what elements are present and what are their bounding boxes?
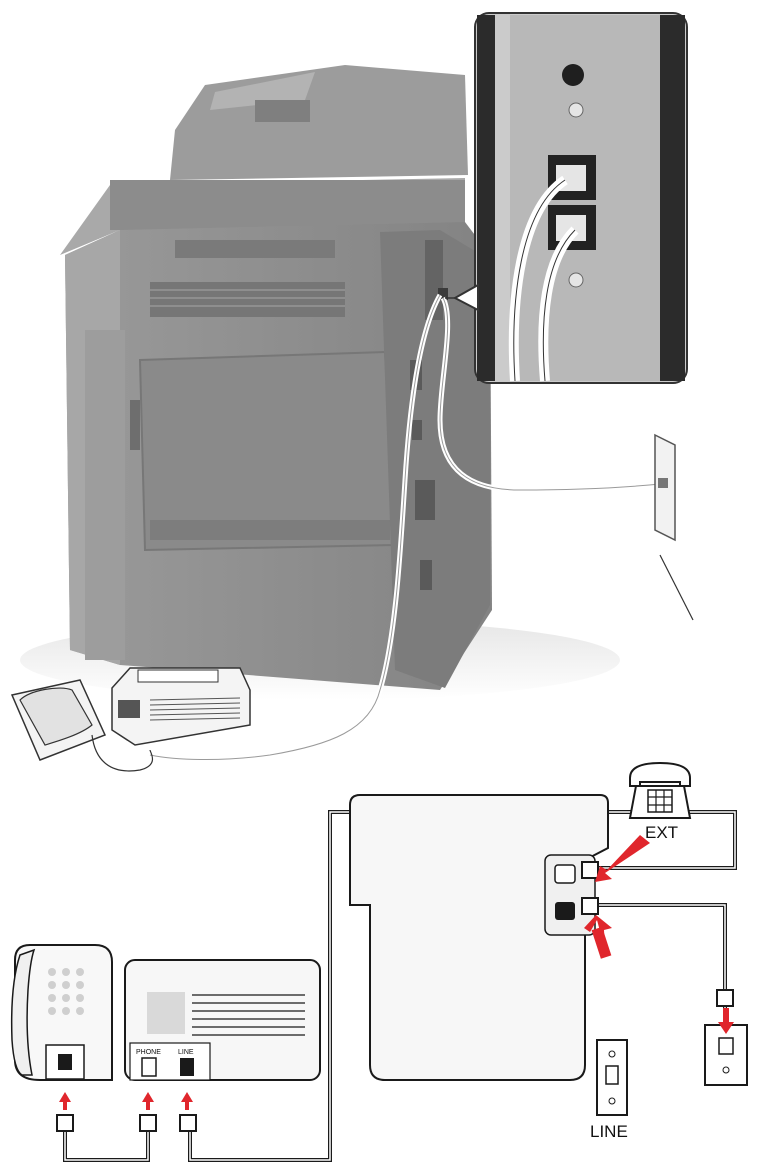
line-port (581, 897, 599, 915)
port-closeup-inset (445, 12, 688, 384)
printer-main-body (65, 222, 492, 690)
ext-port (581, 861, 599, 879)
printer-photo-scene (10, 65, 694, 772)
connection-diagram: EXT (10, 761, 748, 1162)
wall-jack-icon-right (704, 1008, 748, 1086)
answering-machine-diagram: PHONE LINE (124, 959, 321, 1081)
answering-machine-photo (111, 667, 251, 746)
ext-label: EXT (645, 823, 678, 842)
line-label: LINE (590, 1122, 628, 1141)
telephone-photo (10, 679, 154, 772)
answering-phone-port-label: PHONE (136, 1049, 161, 1056)
red-arrow-icon (584, 835, 650, 959)
printer-diagram (349, 794, 609, 1081)
wall-jack-icon (596, 1039, 628, 1116)
line-phone-to-answering (63, 1130, 150, 1162)
answering-phone-port (141, 1057, 157, 1077)
line-to-wall-jack (595, 903, 727, 1010)
printer-scanner-unit (60, 65, 468, 255)
telephone-diagram (10, 944, 113, 1081)
telephone-icon (628, 761, 692, 819)
answering-line-port-label: LINE (178, 1049, 194, 1056)
wall-jack-photo (654, 433, 694, 621)
answering-line-port (180, 1058, 194, 1076)
rj11-connector-icon (56, 989, 734, 1132)
red-arrow-icon-row (59, 1092, 193, 1110)
